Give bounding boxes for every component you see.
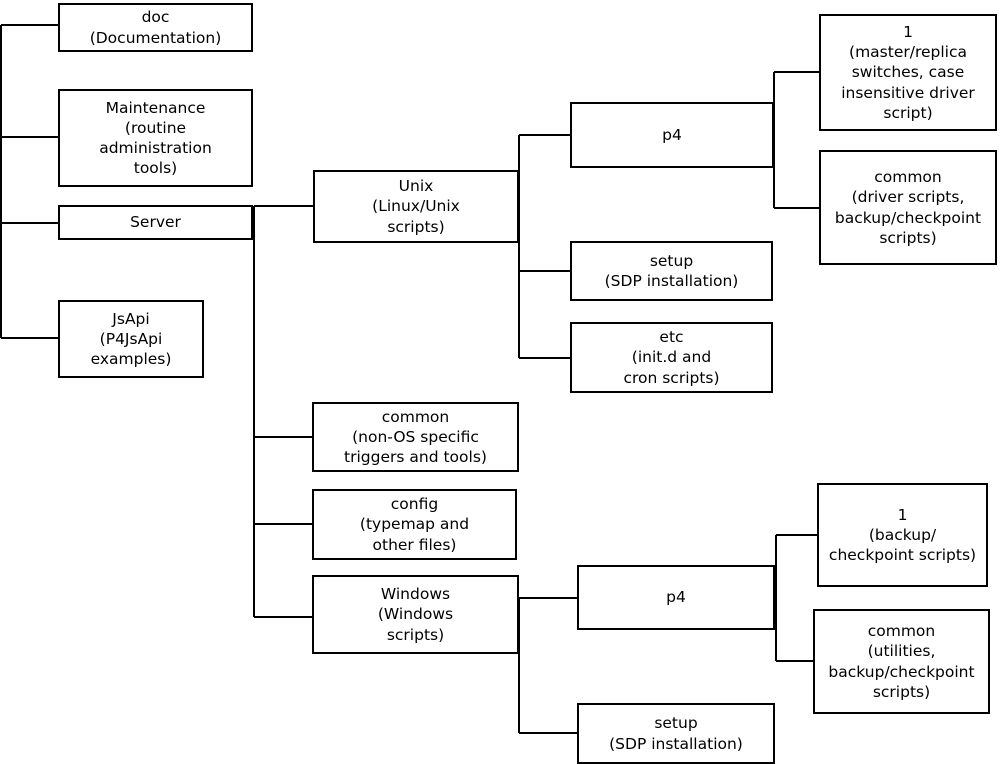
node-label-common-non-os: common (non-OS specific triggers and too… xyxy=(344,407,487,467)
node-unix[interactable]: Unix (Linux/Unix scripts) xyxy=(313,170,519,243)
node-label-unix-p4-1: 1 (master/replica switches, case insensi… xyxy=(841,23,975,122)
node-label-doc: doc (Documentation) xyxy=(89,8,222,47)
node-unix-etc[interactable]: etc (init.d and cron scripts) xyxy=(570,322,773,393)
node-win-p4[interactable]: p4 xyxy=(577,565,775,630)
node-label-unix-etc: etc (init.d and cron scripts) xyxy=(623,328,720,387)
node-unix-setup[interactable]: setup (SDP installation) xyxy=(570,241,773,301)
node-label-win-p4-1: 1 (backup/ checkpoint scripts) xyxy=(828,505,977,565)
node-windows[interactable]: Windows (Windows scripts) xyxy=(312,575,519,654)
node-label-jsapi: JsApi (P4JsApi examples) xyxy=(90,309,172,369)
node-unix-p4-1[interactable]: 1 (master/replica switches, case insensi… xyxy=(819,14,997,131)
node-win-p4-common[interactable]: common (utilities, backup/checkpoint scr… xyxy=(813,609,990,714)
node-doc[interactable]: doc (Documentation) xyxy=(58,3,253,52)
node-label-unix: Unix (Linux/Unix scripts) xyxy=(372,177,460,236)
node-unix-p4-common[interactable]: common (driver scripts, backup/checkpoin… xyxy=(819,150,997,265)
node-label-config: config (typemap and other files) xyxy=(359,495,470,554)
node-label-win-p4: p4 xyxy=(666,588,686,607)
node-label-win-p4-common: common (utilities, backup/checkpoint scr… xyxy=(828,622,975,701)
node-label-win-setup: setup (SDP installation) xyxy=(609,714,743,753)
node-label-server: Server xyxy=(130,213,181,232)
node-server[interactable]: Server xyxy=(58,205,253,240)
node-unix-p4[interactable]: p4 xyxy=(570,102,774,168)
node-label-unix-p4: p4 xyxy=(662,125,682,144)
node-label-maintenance: Maintenance (routine administration tool… xyxy=(99,98,212,178)
node-win-p4-1[interactable]: 1 (backup/ checkpoint scripts) xyxy=(817,483,988,587)
node-config[interactable]: config (typemap and other files) xyxy=(312,489,517,560)
node-label-unix-setup: setup (SDP installation) xyxy=(604,251,739,290)
node-label-unix-p4-common: common (driver scripts, backup/checkpoin… xyxy=(834,168,982,247)
node-jsapi[interactable]: JsApi (P4JsApi examples) xyxy=(58,300,204,378)
node-win-setup[interactable]: setup (SDP installation) xyxy=(577,703,775,764)
node-common-non-os[interactable]: common (non-OS specific triggers and too… xyxy=(312,402,519,472)
node-label-windows: Windows (Windows scripts) xyxy=(377,585,454,644)
node-maintenance[interactable]: Maintenance (routine administration tool… xyxy=(58,89,253,187)
